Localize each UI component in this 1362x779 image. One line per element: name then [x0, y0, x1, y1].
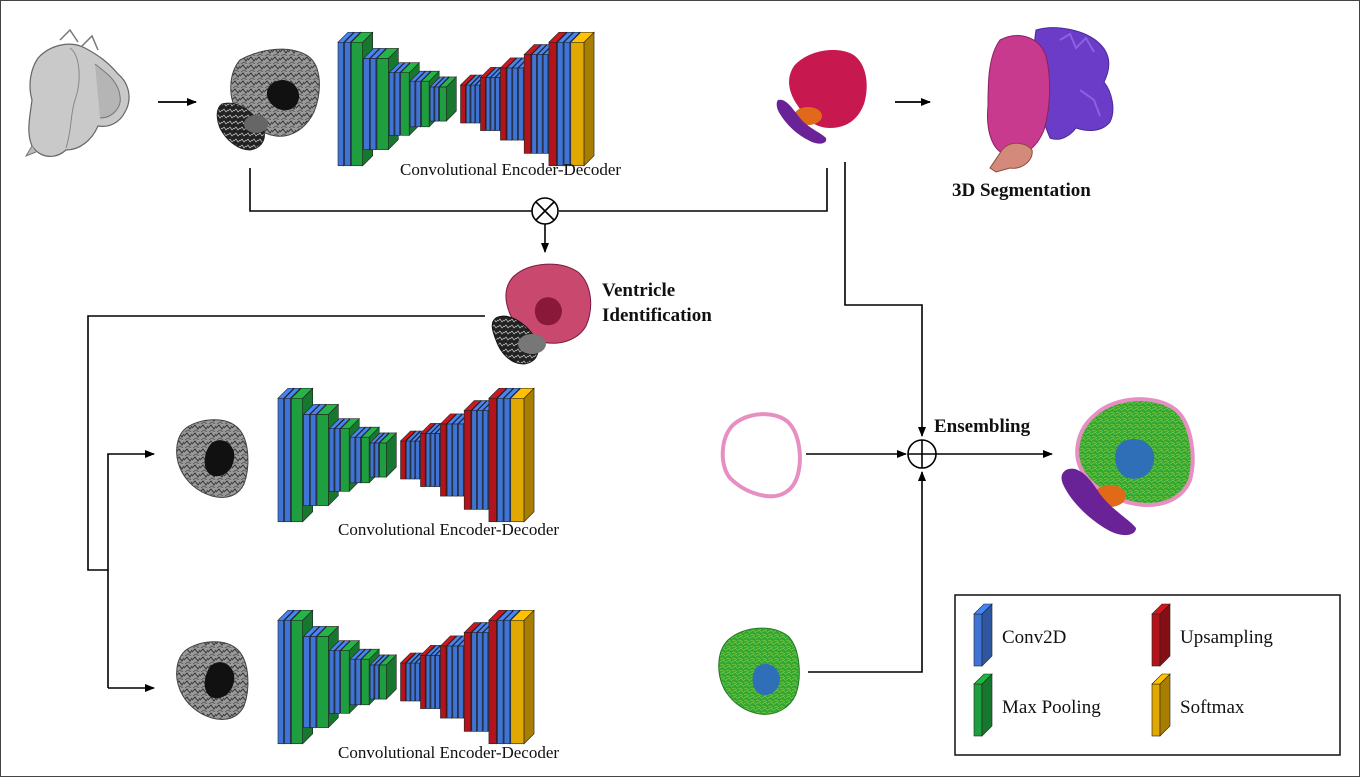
legend-swatch-soft: [1151, 673, 1171, 737]
middle-encoder-decoder-blocks: [277, 387, 535, 523]
input-3d-heart: [24, 28, 130, 158]
legend-upsampling: Upsampling: [1180, 627, 1273, 648]
ventricle-label-line1: Ventricle: [602, 280, 676, 301]
branch-connectors: [87, 315, 485, 692]
legend-max-pooling: Max Pooling: [1002, 697, 1101, 718]
bottom-encoder-decoder-blocks: [277, 609, 535, 745]
myocardium-output: [718, 627, 800, 715]
bottom-to-ensemble-line: [808, 471, 926, 673]
mid-blocks-layer-soft-34: [510, 387, 535, 523]
legend-softmax: Softmax: [1180, 697, 1245, 718]
legend-swatch-pool: [973, 673, 993, 737]
middle-caption: Convolutional Encoder-Decoder: [338, 520, 560, 539]
legend-box: [954, 594, 1341, 756]
bot-blocks-layer-soft-34: [510, 609, 535, 745]
multiply-connector: [249, 168, 828, 253]
middle-input-slice: [176, 419, 249, 498]
legend-swatch-up: [1151, 603, 1171, 667]
ensembling-label: Ensembling: [934, 416, 1031, 437]
bottom-caption: Convolutional Encoder-Decoder: [338, 743, 560, 762]
final-segmentation-output: [1061, 397, 1195, 536]
legend-swatch-conv: [973, 603, 993, 667]
top-segmentation-output: [776, 50, 867, 144]
top-blocks-layer-pool-14: [438, 76, 458, 122]
top-caption: Convolutional Encoder-Decoder: [400, 160, 622, 179]
bot-blocks-layer-pool-14: [378, 654, 398, 700]
seg3d-label: 3D Segmentation: [952, 180, 1091, 201]
mid-blocks-layer-pool-14: [378, 432, 398, 478]
legend-conv2d: Conv2D: [1002, 627, 1067, 648]
ventricle-label-line2: Identification: [602, 305, 712, 326]
bottom-input-slice: [176, 641, 249, 720]
3d-segmentation-render: [987, 27, 1114, 173]
top-blocks-layer-soft-34: [570, 31, 595, 167]
top-encoder-decoder-blocks: [337, 31, 595, 167]
epicardium-contour-output: [720, 412, 802, 499]
top-to-ensemble-line: [844, 162, 926, 437]
ventricle-identification-image: [491, 263, 592, 365]
ensemble-node: [907, 439, 1053, 469]
top-input-slice: [216, 48, 320, 151]
